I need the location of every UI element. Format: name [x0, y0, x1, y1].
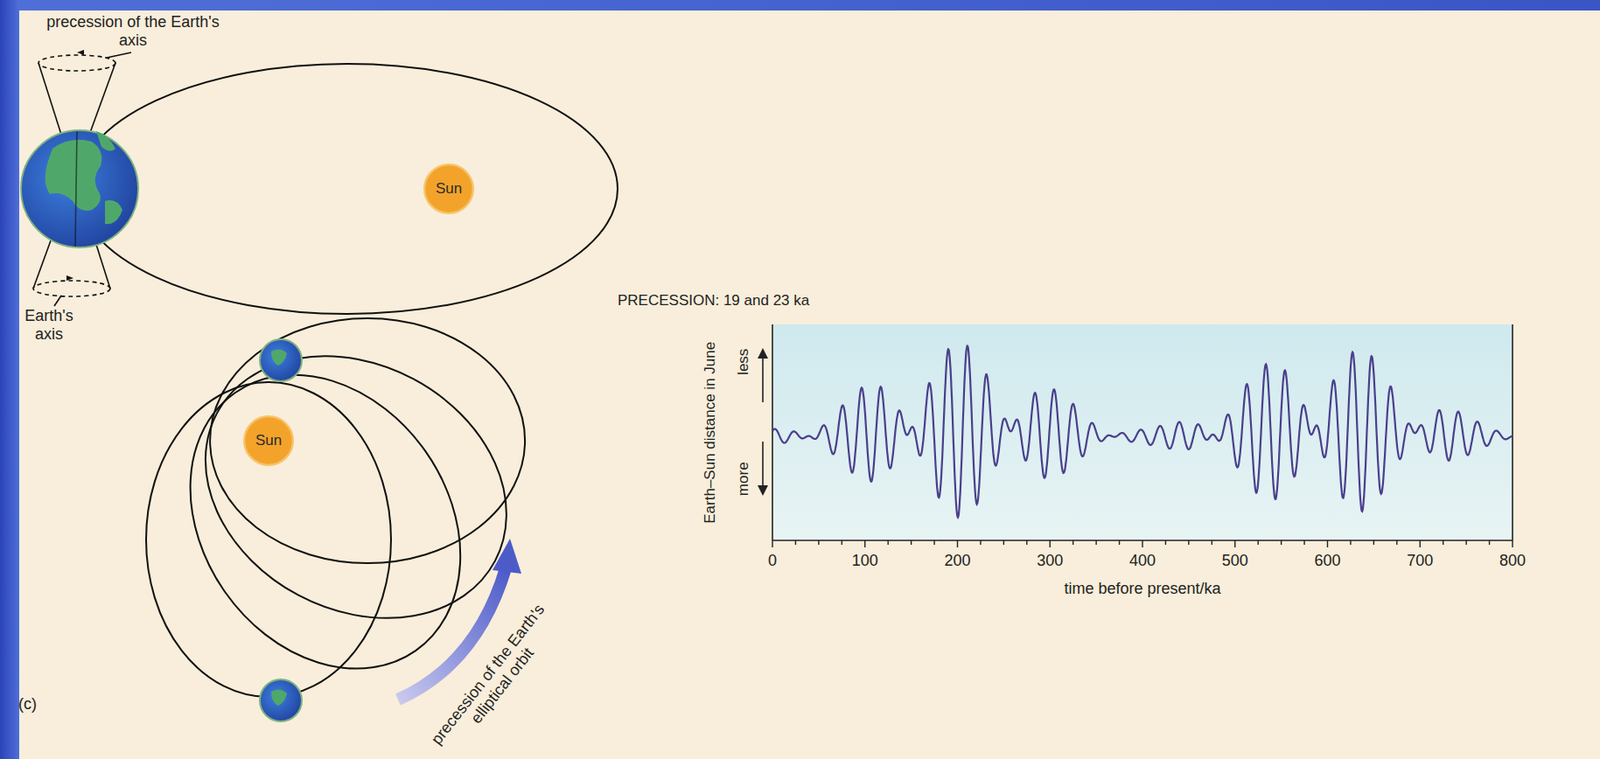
chart-axes	[762, 324, 1513, 541]
tick	[1373, 540, 1375, 545]
tick	[1072, 540, 1074, 545]
tick	[771, 540, 773, 548]
tick-label: 700	[1406, 551, 1433, 571]
small-earths	[259, 339, 302, 722]
axis-arrows	[757, 348, 769, 497]
tick	[1187, 540, 1189, 545]
tick	[817, 540, 819, 545]
sun-circle: Sun	[423, 163, 475, 215]
tick-label: 0	[768, 551, 777, 571]
earth-globe	[20, 130, 139, 248]
axis-label: Earth's axis	[9, 307, 89, 343]
tick	[1026, 540, 1028, 545]
tick	[933, 540, 935, 545]
tick	[1003, 540, 1005, 545]
tick-label: 600	[1313, 551, 1341, 571]
chart-title: PRECESSION: 19 and 23 ka	[617, 292, 810, 310]
tick	[910, 540, 912, 545]
tick	[1049, 540, 1051, 548]
sun-label: Sun	[435, 180, 462, 198]
orbit-ellipse	[134, 322, 517, 721]
tick	[1303, 540, 1305, 545]
sun-circle: Sun	[243, 415, 294, 467]
tick	[1118, 540, 1120, 545]
tick	[1257, 540, 1258, 545]
tick	[1442, 540, 1444, 545]
sun-label: Sun	[255, 432, 282, 450]
tick	[795, 540, 797, 545]
tick	[841, 540, 843, 545]
orbit-ellipse	[209, 318, 525, 564]
plot-area	[772, 324, 1513, 541]
tick	[1234, 540, 1236, 548]
tick	[864, 540, 866, 548]
tick	[1141, 540, 1143, 548]
tick	[1349, 540, 1351, 545]
tick-label: 500	[1222, 551, 1249, 571]
tick-label: 200	[943, 551, 971, 571]
tick	[1396, 540, 1398, 545]
tick-label: 100	[852, 551, 879, 571]
y-axis-end: more	[734, 453, 753, 506]
y-axis-end: less	[734, 335, 753, 389]
tick-label: 800	[1499, 551, 1526, 571]
tick	[1211, 540, 1213, 545]
tick	[1488, 540, 1490, 545]
x-axis-label: time before present/ka	[1063, 579, 1221, 599]
precession-curve	[772, 346, 1513, 518]
precession-arrowhead	[492, 538, 522, 574]
tick-label: 400	[1129, 551, 1156, 571]
orbit-ellipse	[146, 382, 392, 698]
panel-letter: (c)	[18, 695, 54, 714]
y-axis-label: Earth–Sun distance in June	[701, 336, 720, 530]
tick	[1280, 540, 1282, 545]
tick	[979, 540, 981, 545]
tick	[1095, 540, 1097, 545]
tick	[1511, 540, 1513, 548]
tick	[1419, 540, 1421, 548]
orbit-ellipse	[76, 63, 618, 315]
tick-marks	[772, 540, 1513, 548]
axis-label: precession of the Earth's axis	[45, 13, 221, 49]
axis-line	[75, 131, 77, 247]
tick	[1327, 540, 1328, 548]
tick	[887, 540, 888, 545]
tick	[1465, 540, 1467, 545]
tick	[1165, 540, 1167, 545]
tick	[957, 540, 958, 548]
tick-label: 300	[1036, 551, 1063, 571]
